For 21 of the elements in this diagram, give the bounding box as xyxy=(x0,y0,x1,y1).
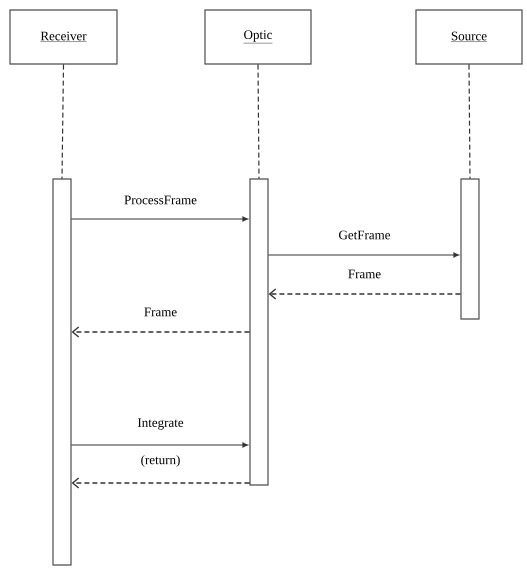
edge-label: Frame xyxy=(348,270,381,278)
lifeline-head-box: Receiver xyxy=(9,9,118,65)
arrow xyxy=(72,477,250,489)
arrow xyxy=(72,326,250,338)
edge-label: (return) xyxy=(141,455,180,467)
edge-label: Frame xyxy=(144,308,177,316)
lifeline-head-box: Optic xyxy=(204,9,312,65)
lifeline xyxy=(257,64,260,178)
activation-bar xyxy=(52,178,72,566)
arrow xyxy=(268,288,460,300)
lifeline xyxy=(468,64,471,178)
activation-bar xyxy=(460,178,480,320)
edge-label: ProcessFrame xyxy=(124,196,196,204)
arrow xyxy=(268,252,460,258)
edge-label: GetFrame xyxy=(339,230,390,240)
lifeline-head-box: Source xyxy=(415,9,523,65)
edge-label: Integrate xyxy=(138,418,184,430)
arrow xyxy=(71,442,248,448)
arrow xyxy=(71,216,248,222)
lifeline xyxy=(61,64,64,178)
activation-bar xyxy=(249,178,269,486)
